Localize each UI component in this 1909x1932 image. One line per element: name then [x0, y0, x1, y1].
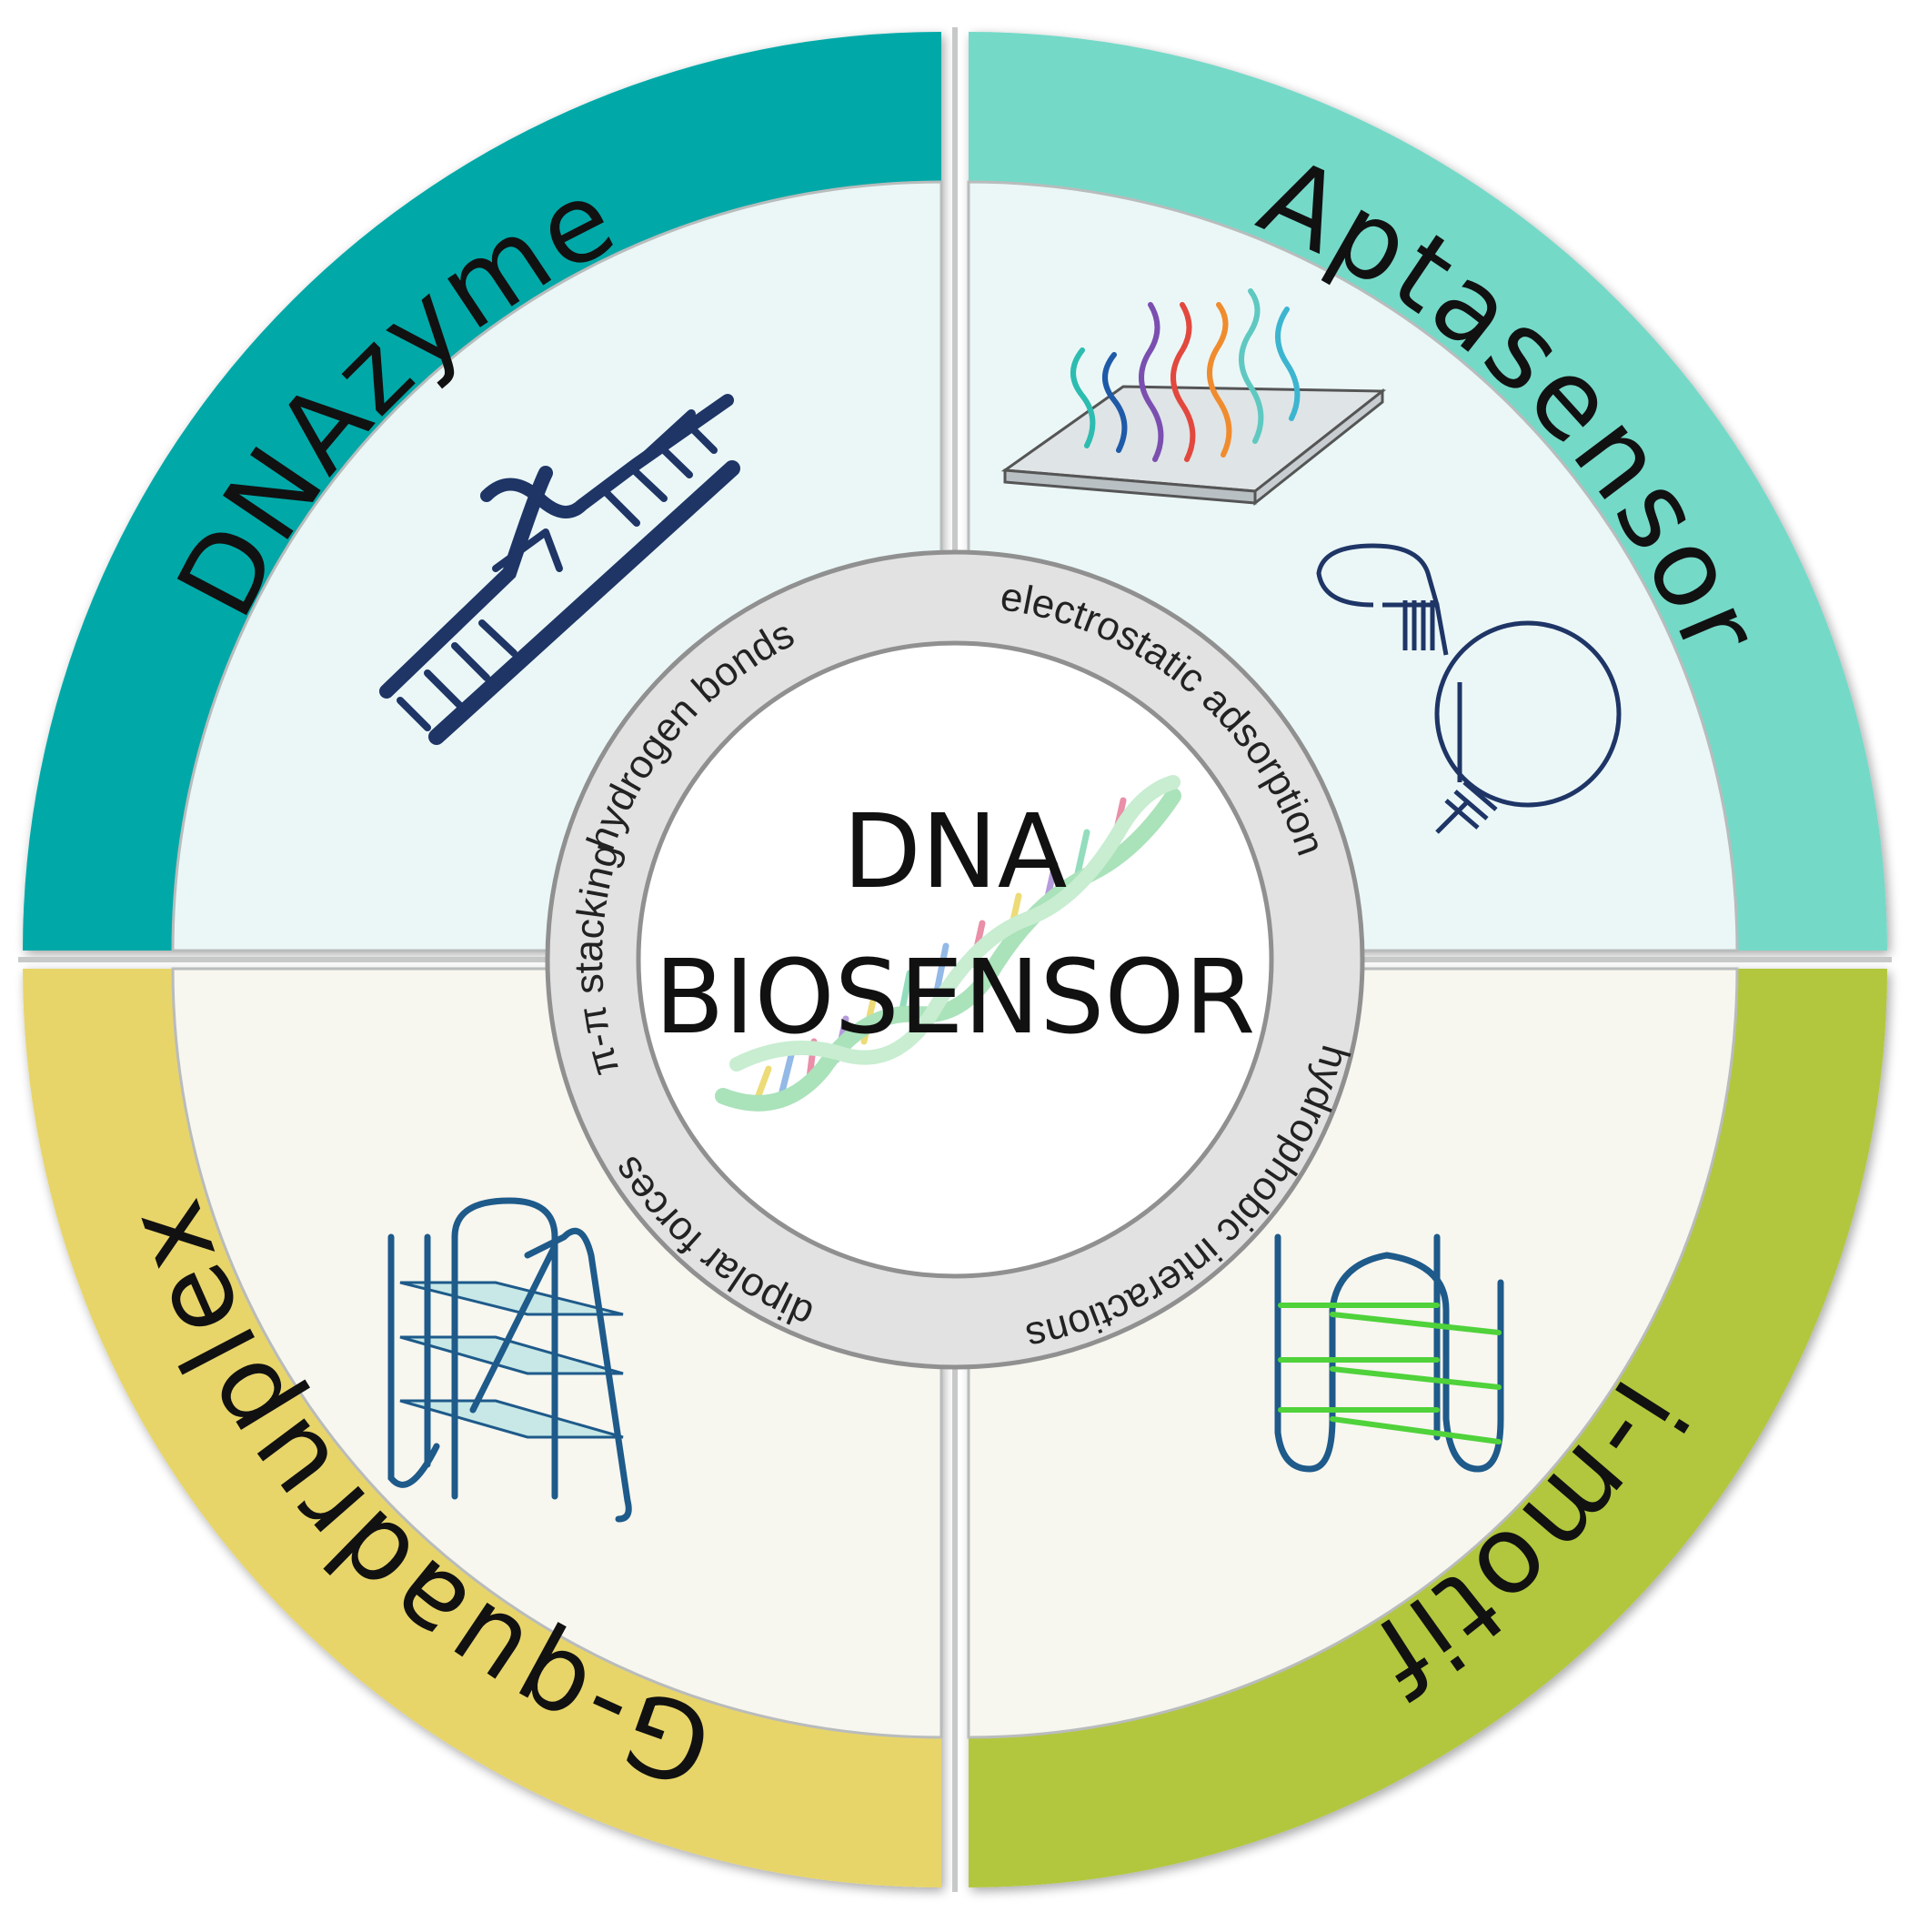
dnazyme-icon [379, 394, 740, 745]
aptamer-icon [1316, 543, 1622, 834]
center-title-line1: DNA [843, 793, 1068, 911]
g-quadruplex-icon [387, 1197, 632, 1523]
dna-helix-icon [715, 775, 1181, 1112]
aptasensor-chip-icon [1000, 288, 1387, 507]
center-circle [636, 640, 1274, 1279]
i-motif-icon [1274, 1233, 1504, 1473]
center-title-line2: BIOSENSOR [655, 939, 1256, 1057]
